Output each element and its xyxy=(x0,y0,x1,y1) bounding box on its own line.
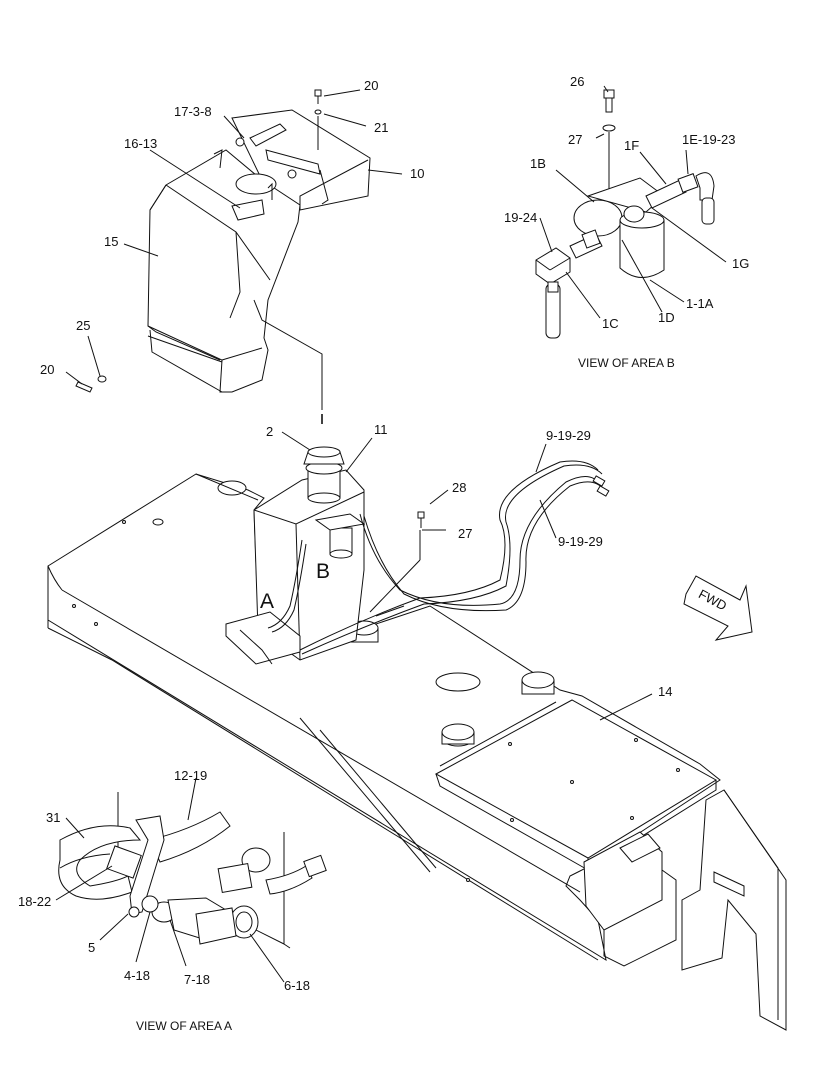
callout-1-1A: 1-1A xyxy=(686,296,714,311)
fuel-tank xyxy=(225,446,366,665)
callout-11: 11 xyxy=(374,422,388,437)
callout-5: 5 xyxy=(88,940,95,955)
callout-28: 28 xyxy=(452,480,466,495)
area-a-detail xyxy=(58,792,327,949)
callout-2: 2 xyxy=(266,424,273,439)
callout-18-22: 18-22 xyxy=(18,894,51,909)
area-mark-b: B xyxy=(316,560,330,583)
callout-20-top: 20 xyxy=(364,78,378,93)
callout-20-left: 20 xyxy=(40,362,54,377)
callout-12-19: 12-19 xyxy=(174,768,207,783)
assembly-leader xyxy=(253,299,323,410)
callout-10: 10 xyxy=(410,166,424,181)
callout-25: 25 xyxy=(76,318,90,333)
callout-15: 15 xyxy=(104,234,118,249)
leader-lines xyxy=(55,85,727,983)
callout-27-mid: 27 xyxy=(458,526,472,541)
area-mark-a: A xyxy=(260,590,274,613)
callout-4-18: 4-18 xyxy=(124,968,150,983)
fwd-arrow: FWD xyxy=(683,575,753,641)
callout-9-19-29-b: 9-19-29 xyxy=(558,534,603,549)
callout-1C: 1C xyxy=(602,316,619,331)
caption-area-a: VIEW OF AREA A xyxy=(136,1019,232,1033)
callout-1E-19-23: 1E-19-23 xyxy=(682,132,735,147)
callout-6-18: 6-18 xyxy=(284,978,310,993)
callout-14: 14 xyxy=(658,684,672,699)
main-frame xyxy=(47,473,787,1031)
callout-7-18: 7-18 xyxy=(184,972,210,987)
tank-cover-assembly xyxy=(147,89,371,393)
caption-area-b: VIEW OF AREA B xyxy=(578,356,675,370)
callout-16-13: 16-13 xyxy=(124,136,157,151)
callout-27-b: 27 xyxy=(568,132,582,147)
area-b-detail xyxy=(535,89,715,339)
callout-21: 21 xyxy=(374,120,388,135)
callout-1F: 1F xyxy=(624,138,639,153)
callout-9-19-29-a: 9-19-29 xyxy=(546,428,591,443)
callout-labels: 20 21 17-3-8 16-13 10 15 25 20 2 11 28 2… xyxy=(18,74,749,993)
callout-26: 26 xyxy=(570,74,584,89)
callout-1D: 1D xyxy=(658,310,675,325)
callout-19-24: 19-24 xyxy=(504,210,537,225)
bolt-washer-left xyxy=(75,375,107,393)
callout-1B: 1B xyxy=(530,156,546,171)
callout-17-3-8: 17-3-8 xyxy=(174,104,212,119)
callout-31: 31 xyxy=(46,810,60,825)
fuel-lines xyxy=(267,460,610,655)
callout-1G: 1G xyxy=(732,256,749,271)
